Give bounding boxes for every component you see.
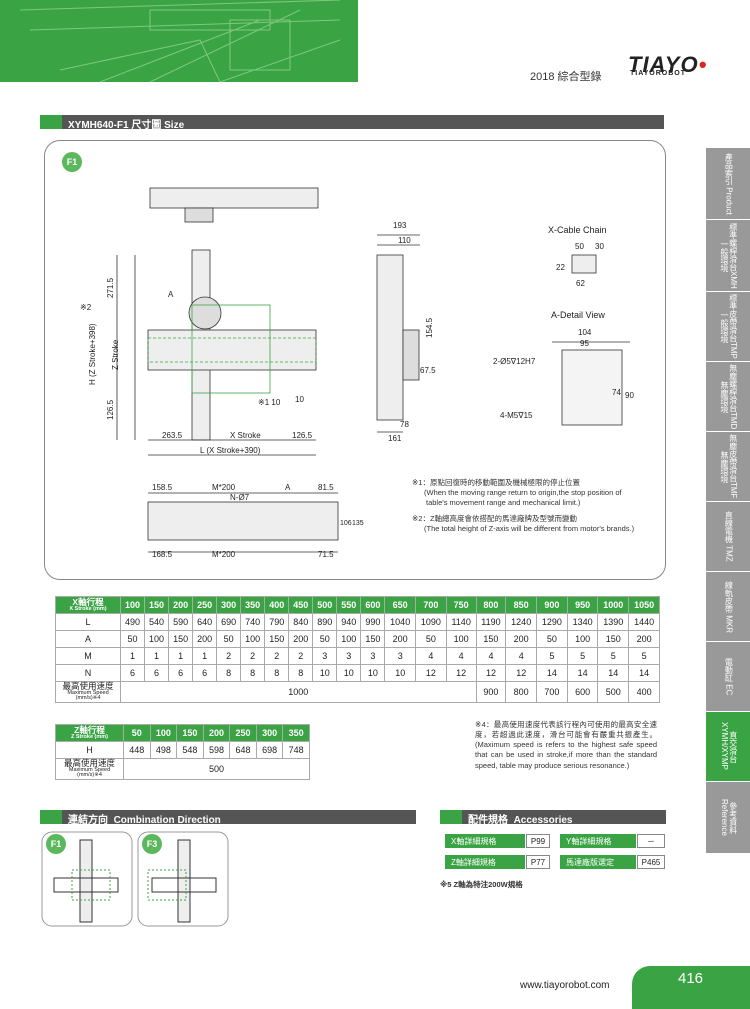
side-tab-reference[interactable]: 參考資料 Reference [706, 782, 750, 854]
accessory-note: ※5 Z軸為特注200W規格 [440, 880, 523, 889]
badge-f1-combo: F1 [46, 834, 66, 854]
detail-view-title: A-Detail View [551, 310, 605, 320]
hole-spec-1: 2-Ø5∇12H7 [493, 357, 536, 366]
label-xstroke: X Stroke [230, 431, 261, 440]
side-tab-tmf[interactable]: 無塵皮帶滑台TMF 無塵環境 [706, 432, 750, 502]
top-view-body [149, 187, 319, 209]
side-tab-mkr[interactable]: 線軌皮帶 MKR [706, 572, 750, 642]
technical-drawing: A ※2 H (Z Stroke+398) Z Stroke 271.5 126… [80, 187, 634, 559]
dim-78: 78 [400, 420, 409, 429]
cable-chain-title: X-Cable Chain [548, 225, 607, 235]
dim-161: 161 [388, 434, 402, 443]
accessories-section-bar: 配件規格 Accessories [440, 810, 666, 826]
header-banner [0, 0, 358, 82]
cable-chain-section [571, 254, 597, 274]
label-a: A [168, 290, 174, 299]
side-tab-product[interactable]: 產品索引 Product [706, 148, 750, 220]
x-spec-page[interactable]: P99 [526, 834, 550, 848]
motor-select-link[interactable]: 馬達廠版選定 [560, 855, 636, 869]
label-note2: ※2 [80, 303, 92, 312]
dim-62: 62 [576, 279, 585, 288]
hole-spec-2: 4-M5∇15 [500, 411, 533, 420]
side-tab-tmp[interactable]: 標準皮帶滑台TMP 一般環境 [706, 292, 750, 362]
x-axis-body [147, 329, 317, 371]
side-tab-xymh[interactable]: 直交滑台 XYMH/XYMP [706, 712, 750, 782]
side-tab-ec[interactable]: 電動缸 EC [706, 642, 750, 712]
side-view-body [376, 254, 404, 421]
badge-f1: F1 [62, 152, 82, 172]
note-4: ※4：最高使用速度代表該行程內可使用的最高安全速度，若超過此速度，滑台可能會有嚴… [475, 720, 657, 770]
dim-95: 95 [580, 339, 589, 348]
label-zstroke: Z Stroke [111, 339, 120, 370]
x-spec-link[interactable]: X軸詳細規格 [445, 834, 525, 848]
catalog-year: 2018 綜合型錄 [530, 71, 602, 83]
dim-a: A [285, 483, 291, 492]
page-number: 416 [678, 970, 704, 987]
side-tab-tmd[interactable]: 無塵螺桿滑台TMD 無塵環境 [706, 362, 750, 432]
label-l: L (X Stroke+390) [200, 446, 261, 455]
dim-106: 106 [340, 520, 352, 527]
z-spec-page[interactable]: P77 [526, 855, 550, 869]
combo-section-bar: 連結方向 Combination Direction [40, 810, 416, 826]
dim-158-5: 158.5 [152, 483, 173, 492]
section-title: XYMH640-F1 尺寸圖 Size [68, 120, 185, 131]
label-h: H (Z Stroke+398) [88, 323, 97, 385]
dim-30: 30 [595, 242, 604, 251]
footer-url[interactable]: www.tiayorobot.com [520, 980, 610, 991]
base-plate [147, 501, 339, 541]
dim-126-5: 126.5 [106, 399, 115, 420]
note-2: ※2：Z軸總高度會依搭配的馬達廠牌及型號而變動(The total height… [412, 514, 635, 534]
dim-90: 90 [625, 391, 634, 400]
motor-select-page[interactable]: P465 [637, 855, 665, 869]
hole-n7: N-Ø7 [230, 493, 250, 502]
side-tab-xmh[interactable]: 標準螺桿滑台XMH 一般環境 [706, 220, 750, 292]
dim-154-5: 154.5 [425, 317, 434, 338]
dim-168-5: 168.5 [152, 550, 173, 559]
dim-126-5b: 126.5 [292, 431, 313, 440]
badge-f3-combo: F3 [142, 834, 162, 854]
dim-271-5: 271.5 [106, 277, 115, 298]
dim-m200b: M*200 [212, 550, 236, 559]
dim-67-5: 67.5 [420, 366, 436, 375]
note-1: ※1：原點回復時的移動範圍及機械極限的停止位置(When the moving … [412, 478, 622, 508]
side-tab-tmz[interactable]: 直線電機 TMZ [706, 502, 750, 572]
label-note1: ※1 10 [258, 398, 281, 407]
dim-135: 135 [352, 520, 364, 527]
drawing-frame [44, 140, 666, 580]
dim-263-5: 263.5 [162, 431, 183, 440]
header-gantry-graphic [19, 0, 341, 82]
dim-50: 50 [575, 242, 584, 251]
dim-104: 104 [578, 328, 592, 337]
dim-81-5: 81.5 [318, 483, 334, 492]
footer-page-tab [632, 966, 750, 1009]
y-spec-link[interactable]: Y軸詳細規格 [560, 834, 636, 848]
dim-193: 193 [393, 221, 407, 230]
dim-74: 74 [612, 388, 621, 397]
dim-71-5: 71.5 [318, 550, 334, 559]
combo-diagrams [41, 831, 229, 927]
z-spec-link[interactable]: Z軸詳細規格 [445, 855, 525, 869]
brand-logo: TIAYO• [628, 52, 708, 77]
y-spec-page[interactable]: － [637, 834, 665, 848]
dim-110: 110 [398, 236, 411, 245]
dim-22: 22 [556, 263, 565, 272]
dim-10: 10 [295, 395, 304, 404]
section-title-bar: XYMH640-F1 尺寸圖 Size [40, 115, 664, 131]
detail-view-body [561, 349, 623, 426]
dim-m200: M*200 [212, 483, 236, 492]
brand-logo-subtitle: TIAYOROBOT [630, 70, 687, 77]
